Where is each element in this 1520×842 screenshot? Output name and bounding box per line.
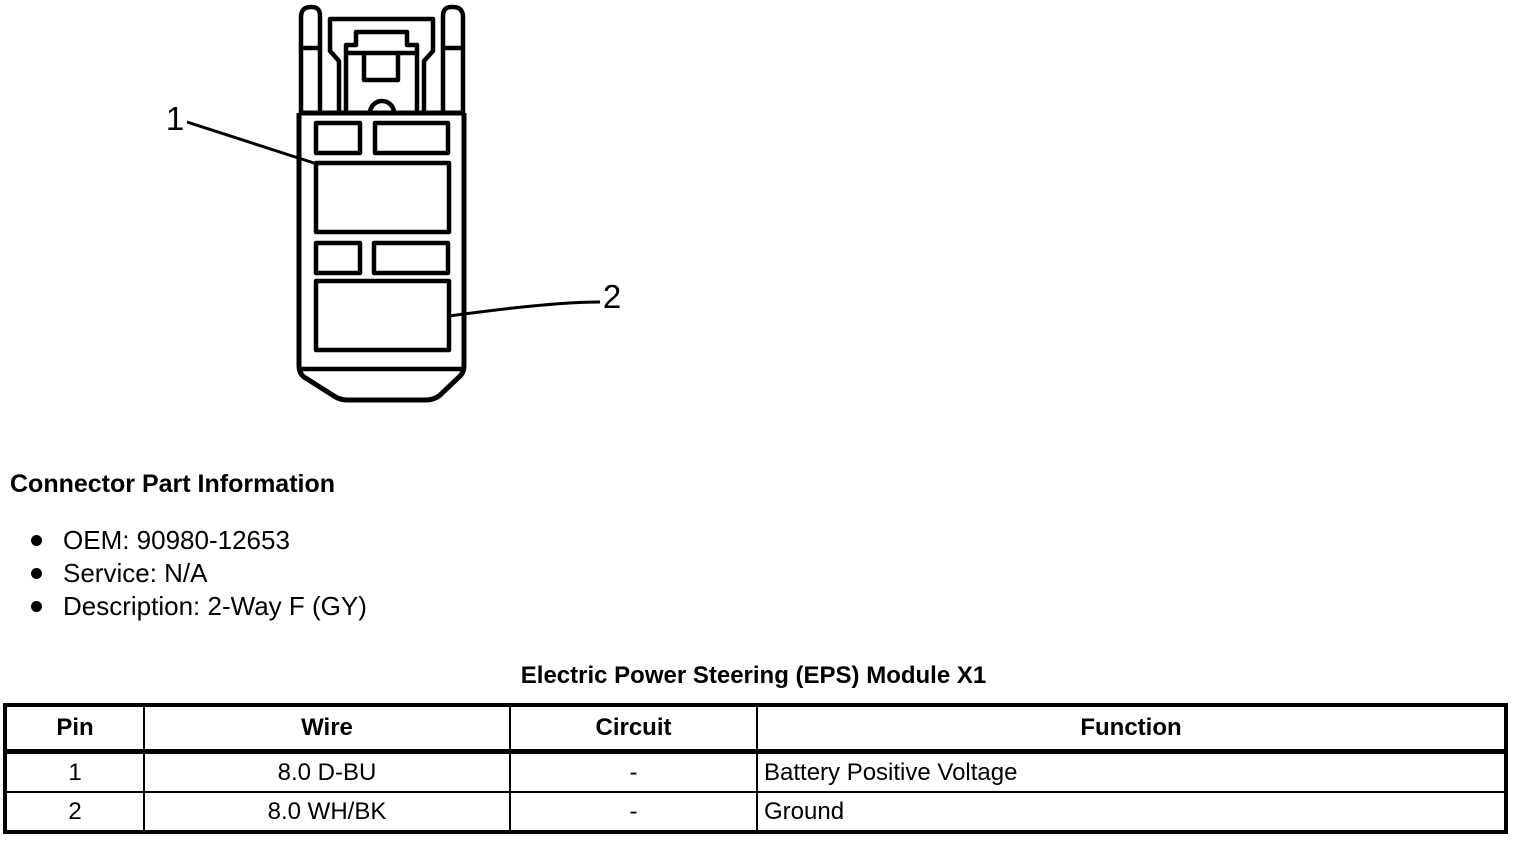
part-info-list: OEM: 90980-12653 Service: N/A Descriptio… bbox=[31, 527, 367, 626]
table-row: 2 8.0 WH/BK - Ground bbox=[4, 791, 1507, 833]
cell-function: Battery Positive Voltage bbox=[756, 750, 1507, 793]
latch-hood bbox=[327, 16, 436, 113]
cell-pin: 2 bbox=[4, 791, 145, 833]
latch-rail-right bbox=[440, 4, 466, 114]
bullet-icon bbox=[31, 535, 42, 546]
diagram-label-2: 2 bbox=[603, 278, 621, 315]
part-info-oem: OEM: 90980-12653 bbox=[63, 525, 290, 555]
cell-function: Ground bbox=[756, 791, 1507, 833]
connector-diagram: 1 2 bbox=[166, 4, 621, 403]
latch-arch bbox=[367, 98, 397, 114]
cavity-pin-1 bbox=[313, 160, 452, 235]
cavity-slot-upper-right bbox=[372, 120, 451, 156]
housing-outline bbox=[296, 113, 467, 403]
part-info-description: Description: 2-Way F (GY) bbox=[63, 591, 367, 621]
cell-circuit: - bbox=[509, 791, 758, 833]
latch-pedestal-notch bbox=[361, 53, 401, 83]
column-header-circuit: Circuit bbox=[509, 704, 758, 754]
cell-pin: 1 bbox=[4, 750, 145, 793]
column-header-function: Function bbox=[756, 704, 1507, 754]
pinout-table: Pin Wire Circuit Function 1 8.0 D-BU - B… bbox=[3, 703, 1508, 834]
cavity-slot-lower-left bbox=[313, 240, 363, 276]
cell-circuit: - bbox=[509, 750, 758, 793]
bullet-icon bbox=[31, 568, 42, 579]
column-header-wire: Wire bbox=[143, 704, 511, 754]
table-header-row: Pin Wire Circuit Function bbox=[4, 704, 1507, 754]
list-item: Service: N/A bbox=[31, 560, 367, 586]
cell-wire: 8.0 WH/BK bbox=[143, 791, 511, 833]
cavity-slot-lower-right bbox=[371, 240, 451, 276]
latch-rail-left bbox=[298, 4, 323, 114]
cavity-pin-2 bbox=[313, 278, 452, 353]
column-header-pin: Pin bbox=[4, 704, 145, 754]
part-info-service: Service: N/A bbox=[63, 558, 208, 588]
list-item: OEM: 90980-12653 bbox=[31, 527, 367, 553]
section-heading: Connector Part Information bbox=[10, 470, 336, 498]
leader-line-2 bbox=[448, 300, 601, 318]
leader-line-1 bbox=[186, 120, 318, 166]
diagram-label-1: 1 bbox=[166, 100, 184, 137]
cell-wire: 8.0 D-BU bbox=[143, 750, 511, 793]
list-item: Description: 2-Way F (GY) bbox=[31, 593, 367, 619]
bullet-icon bbox=[31, 601, 42, 612]
table-row: 1 8.0 D-BU - Battery Positive Voltage bbox=[4, 750, 1507, 793]
table-title: Electric Power Steering (EPS) Module X1 bbox=[520, 662, 987, 689]
cavity-slot-upper-left bbox=[313, 120, 363, 156]
